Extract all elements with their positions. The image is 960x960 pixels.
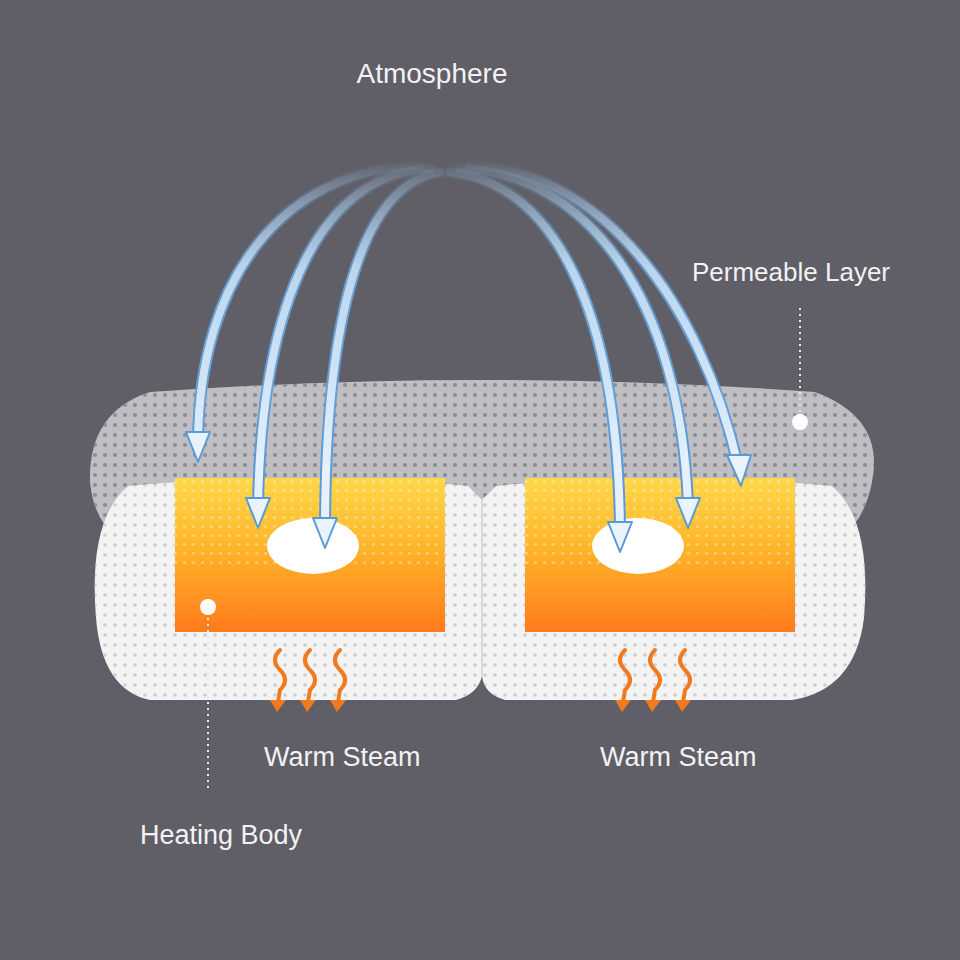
vent-hole [267, 518, 359, 574]
leader-line [207, 618, 209, 790]
leader-dot [200, 599, 216, 615]
vent-hole [592, 518, 684, 574]
diagram-label: Warm Steam [600, 742, 757, 773]
air-arrows [198, 165, 738, 530]
steam-arrowheads [270, 700, 691, 712]
steam-arrows [275, 650, 690, 702]
air-arrowheads [186, 432, 751, 552]
heating-pad [175, 478, 445, 632]
diagram-label: Warm Steam [264, 742, 421, 773]
heating-pad [525, 478, 795, 632]
diagram-label: Atmosphere [357, 58, 508, 90]
diagram-label: Permeable Layer [692, 258, 890, 288]
diagram-label: Heating Body [140, 820, 302, 851]
leader-dot [792, 414, 808, 430]
mask-seam [481, 500, 483, 676]
leader-line [799, 306, 801, 412]
mask-dots [95, 478, 866, 700]
mask-body [95, 478, 866, 700]
